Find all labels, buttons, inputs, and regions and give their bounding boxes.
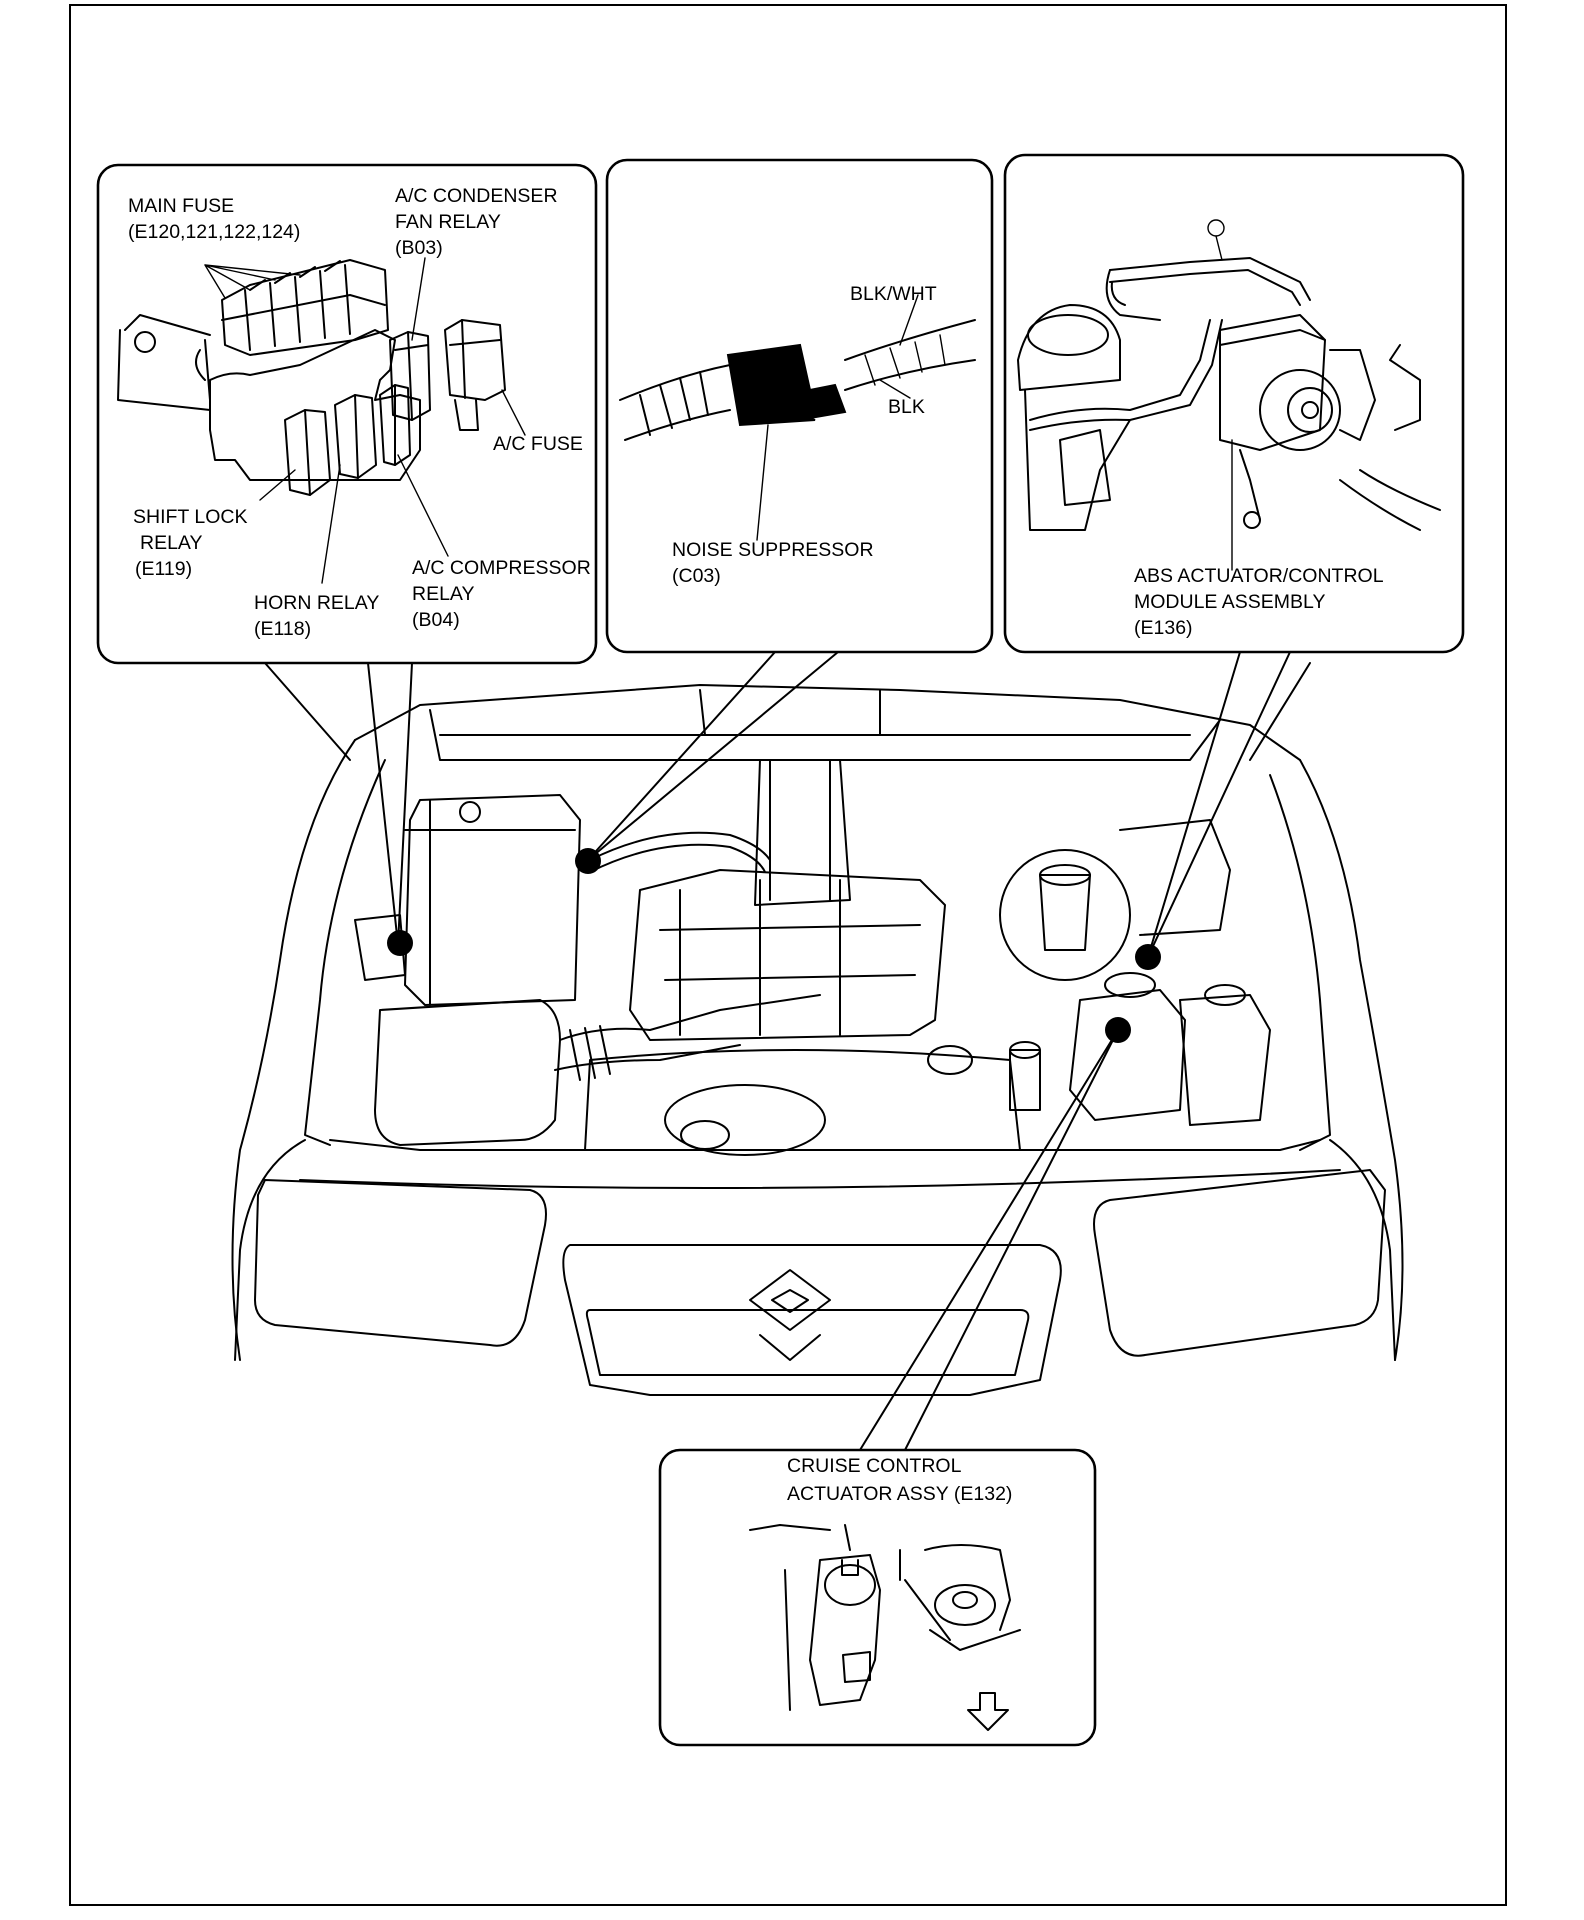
shift-lock-relay-label: SHIFT LOCK — [133, 506, 248, 528]
vehicle-front-view — [231, 684, 1404, 1396]
ac-condenser-fan-relay-label: A/C CONDENSER — [395, 185, 558, 207]
main-fuse-label: MAIN FUSE — [128, 195, 234, 217]
emblem — [749, 1269, 831, 1331]
left-headlamp — [254, 1179, 547, 1347]
right-headlamp — [1093, 1169, 1386, 1357]
fuse-box-callout: MAIN FUSE (E120,121,122,124) A/C CONDENS… — [96, 163, 598, 665]
abs-locator — [1135, 944, 1161, 970]
grille — [562, 1244, 1062, 1396]
arrow-down-icon — [967, 1692, 1009, 1731]
cruise-actuator-label-2: ACTUATOR ASSY (E132) — [787, 1483, 1012, 1505]
noise-suppressor-code: (C03) — [672, 565, 721, 587]
noise-suppressor-locator — [575, 848, 601, 874]
cruise-actuator-callout: CRUISE CONTROL ACTUATOR ASSY (E132) — [658, 1448, 1097, 1747]
horn-relay-label: HORN RELAY — [254, 592, 379, 614]
main-fuse-codes: (E120,121,122,124) — [128, 221, 300, 243]
abs-label-2: MODULE ASSEMBLY — [1134, 591, 1325, 613]
wire-blk-wht-label: BLK/WHT — [850, 283, 937, 305]
fuse-box-locator — [387, 930, 413, 956]
horn-relay-code: (E118) — [254, 618, 311, 640]
cruise-actuator-locator — [1105, 1017, 1131, 1043]
leader-lines — [264, 651, 1311, 1451]
wire-blk-label: BLK — [888, 396, 925, 418]
ac-compressor-relay-label: A/C COMPRESSOR — [412, 557, 591, 579]
ac-condenser-fan-relay-code: (B03) — [395, 237, 443, 259]
page-frame — [69, 4, 1507, 1906]
noise-suppressor-label: NOISE SUPPRESSOR — [672, 539, 874, 561]
abs-label: ABS ACTUATOR/CONTROL — [1134, 565, 1384, 587]
noise-suppressor-body — [726, 343, 847, 427]
abs-callout: ABS ACTUATOR/CONTROL MODULE ASSEMBLY (E1… — [1003, 153, 1465, 654]
cruise-actuator-label: CRUISE CONTROL — [787, 1455, 962, 1477]
shift-lock-relay-label-2: RELAY — [140, 532, 203, 554]
shift-lock-relay-code: (E119) — [135, 558, 192, 580]
abs-code: (E136) — [1134, 617, 1193, 639]
ac-fuse-label: A/C FUSE — [493, 433, 583, 455]
ac-compressor-relay-code: (B04) — [412, 609, 460, 631]
ac-condenser-fan-relay-label-2: FAN RELAY — [395, 211, 501, 233]
ac-compressor-relay-label-2: RELAY — [412, 583, 475, 605]
noise-suppressor-callout: BLK/WHT BLK NOISE SUPPRESSOR (C03) — [605, 158, 994, 654]
